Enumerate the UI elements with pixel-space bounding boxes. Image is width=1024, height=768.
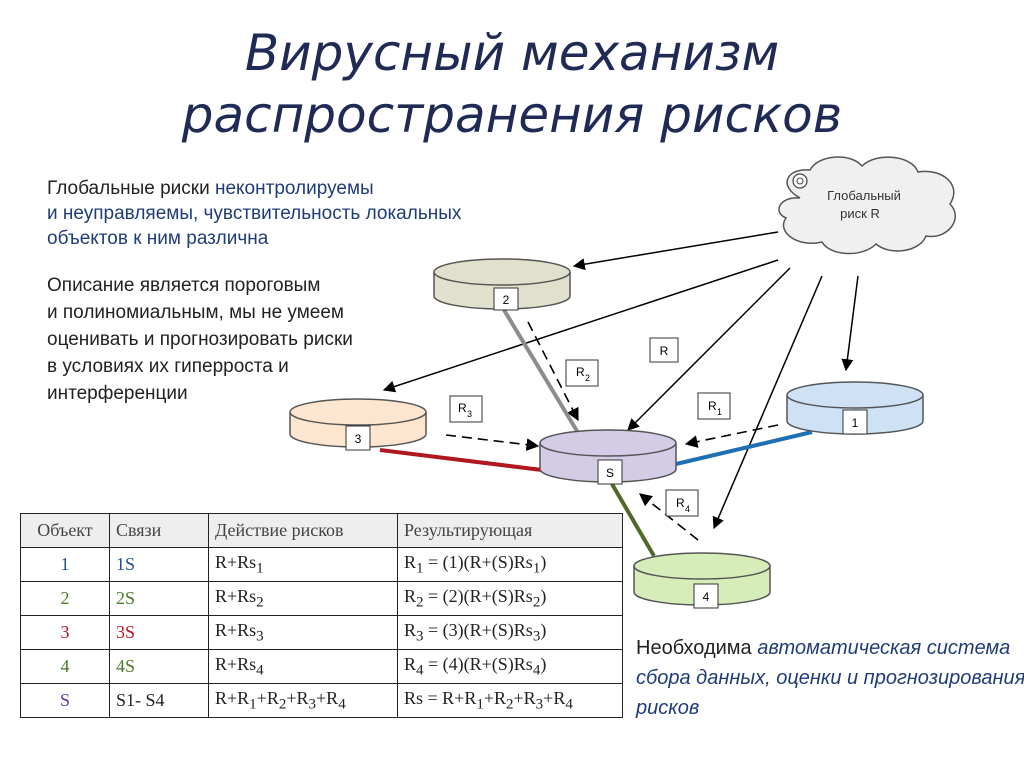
node-2-label: 2 [503,293,510,307]
description-paragraph: Описание является пороговым и полиномиал… [47,272,353,407]
link-1-s [675,430,813,466]
node-2: 2 [433,258,571,311]
bottom-note: Необходима автоматическая система сбора … [636,633,1024,723]
table-cell-action: R+Rs2 [208,581,398,616]
global-risk-arrows [382,231,859,530]
dashed-arrow-4-to-s [638,493,699,541]
cloud-label-2: риск R [840,206,880,221]
dashed-arrow-1-to-s [684,424,779,448]
table-cell-object: 4 [20,649,110,684]
description-line-4: в условиях их гиперроста и [47,356,289,377]
table-header: Связи [109,513,209,548]
title-line-1: Вирусный механизм [244,24,780,82]
node-4: 4 [633,552,771,609]
table-cell-link: 1S [109,547,209,582]
description-line-3: оценивать и прогнозировать риски [47,329,353,350]
table-row: 1 1S R+Rs1 R1 = (1)(R+(S)Rs1) [20,547,623,582]
table-cell-result: R3 = (3)(R+(S)Rs3) [397,615,623,650]
cloud-bubble-icon [792,173,808,189]
table-cell-action: R+Rs1 [208,547,398,582]
label-r3: R 3 [449,395,483,423]
description-line-1: Описание является пороговым [47,275,321,296]
label-r1-sub: 1 [717,407,722,417]
node-3: 3 [289,398,427,451]
label-r2-sub: 2 [585,373,590,383]
table-row: 3 3S R+Rs3 R3 = (3)(R+(S)Rs3) [20,615,623,650]
intro-text: Глобальные риски [47,178,215,199]
dashed-arrow-3-to-s [445,434,540,451]
table-cell-link: 4S [109,649,209,684]
link-3-s [379,448,543,472]
description-line-5: интерференции [47,383,188,404]
bottom-note-plain: Необходима [636,637,758,659]
table-cell-link: S1- S4 [109,683,209,718]
table-cell-result: R2 = (2)(R+(S)Rs2) [397,581,623,616]
table-cell-object: S [20,683,110,718]
label-r1-main: R [708,399,717,413]
link-4-s [610,482,656,558]
label-r2-main: R [576,365,585,379]
arrow-cloud-to-4 [712,275,823,530]
label-r4: R 4 [665,489,699,517]
label-r4-sub: 4 [685,504,690,514]
description-line-2: и полиномиальным, мы не умеем [47,302,344,323]
arrow-cloud-to-1 [841,275,859,372]
table-cell-object: 1 [20,547,110,582]
label-r2: R 2 [565,359,599,387]
table-row: 4 4S R+Rs4 R4 = (4)(R+(S)Rs4) [20,649,623,684]
node-s-label: S [606,466,614,480]
label-r3-sub: 3 [467,409,472,419]
table-cell-object: 2 [20,581,110,616]
table-header-row: Объект Связи Действие рисков Результирую… [20,513,623,548]
table-header: Результирующая [397,513,623,548]
arrow-cloud-to-3 [382,259,779,393]
label-r3-main: R [458,401,467,415]
intro-highlight: неконтролируемы [214,178,374,199]
table-cell-object: 3 [20,615,110,650]
link-2-s [502,308,582,438]
local-risk-arrows [445,321,779,541]
node-s: S [539,429,677,485]
table-cell-link: 2S [109,581,209,616]
table-cell-result: R4 = (4)(R+(S)Rs4) [397,649,623,684]
label-r1: R 1 [697,392,731,420]
label-r4-main: R [676,496,685,510]
table-cell-result: R1 = (1)(R+(S)Rs1) [397,547,623,582]
dashed-arrow-2-to-s [527,321,579,422]
node-1: 1 [786,381,924,435]
table-header: Объект [20,513,110,548]
arrow-cloud-to-2 [572,231,779,271]
table-cell-action: R+R1+R2+R3+R4 [208,683,398,718]
cloud-label-1: Глобальный [827,188,901,203]
table-header: Действие рисков [208,513,398,548]
node-4-label: 4 [703,590,710,604]
table-cell-action: R+Rs4 [208,649,398,684]
bottom-note-highlight: автоматическая система сбора данных, оце… [636,637,1024,719]
table-cell-action: R+Rs3 [208,615,398,650]
intro-paragraph: Глобальные риски неконтролируемы и неупр… [47,176,461,251]
table-cell-result: Rs = R+R1+R2+R3+R4 [397,683,623,718]
risk-table: Объект Связи Действие рисков Результирую… [20,513,623,718]
global-risk-cloud: Глобальный риск R [778,156,956,255]
table-row: S S1- S4 R+R1+R2+R3+R4 Rs = R+R1+R2+R3+R… [20,683,623,718]
node-3-label: 3 [355,432,362,446]
intro-line-2: и неуправляемы, чувствительность локальн… [47,203,462,224]
table-cell-link: 3S [109,615,209,650]
intro-line-3: объектов к ним различна [47,228,269,249]
label-r-text: R [660,344,669,358]
title-line-2: распространения рисков [181,86,843,144]
node-1-label: 1 [852,416,859,430]
page-title: Вирусный механизм распространения рисков [0,22,1024,146]
table-row: 2 2S R+Rs2 R2 = (2)(R+(S)Rs2) [20,581,623,616]
arrow-cloud-to-s [627,267,791,431]
label-r: R [649,337,679,363]
